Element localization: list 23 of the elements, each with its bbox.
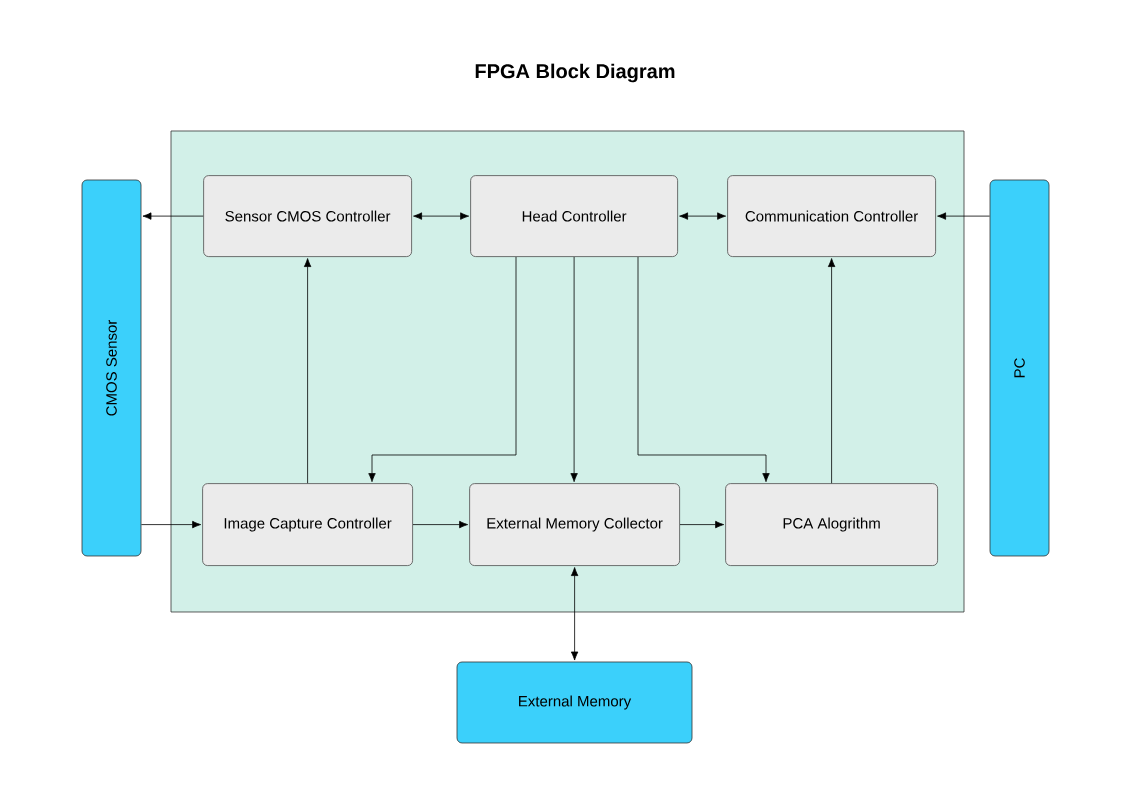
arrow — [570, 567, 579, 661]
device-box: External Memory — [456, 661, 693, 744]
arrow — [141, 520, 202, 529]
controller-box: External Memory Collector — [469, 483, 680, 566]
device-box: PC — [989, 179, 1050, 557]
controller-box: Communication Controller — [727, 175, 936, 257]
controller-box: Image Capture Controller — [202, 483, 413, 566]
controller-box: Head Controller — [470, 175, 678, 257]
device-box: CMOS Sensor — [81, 179, 142, 557]
title: FPGA Block Diagram — [475, 63, 675, 83]
arrow — [679, 212, 727, 220]
arrow — [303, 258, 312, 484]
arrow — [142, 212, 204, 220]
arrow — [413, 212, 470, 220]
arrow — [937, 212, 990, 220]
arrow — [368, 256, 517, 483]
arrow — [679, 520, 725, 529]
arrow — [570, 256, 578, 483]
arrow — [412, 520, 469, 529]
arrow — [637, 256, 770, 483]
arrow — [827, 258, 836, 484]
controller-box: Sensor CMOS Controller — [203, 175, 412, 257]
controller-box: PCA Alogrithm — [725, 483, 938, 566]
